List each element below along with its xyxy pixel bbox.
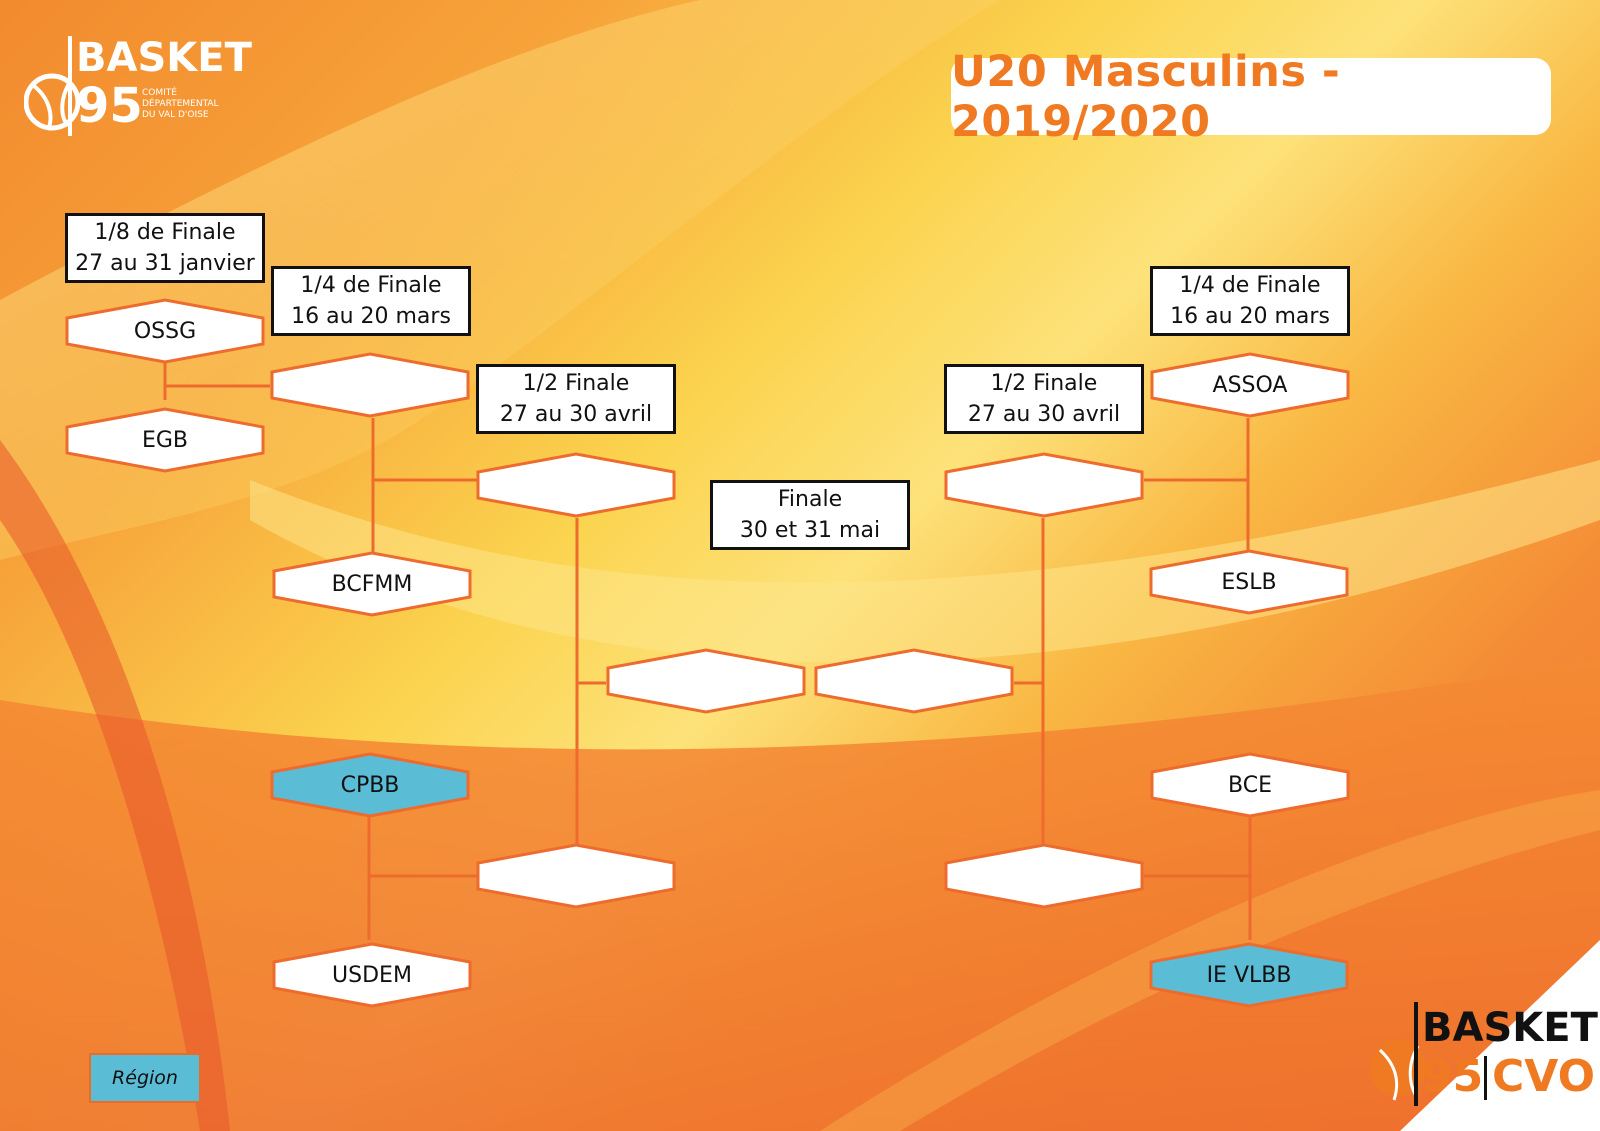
round-date: 30 et 31 mai (739, 518, 881, 543)
team-slot-ossg: OSSG (65, 298, 265, 364)
team-name: USDEM (332, 962, 412, 988)
team-name: BCFMM (331, 571, 413, 597)
round-header-sf-left: 1/2 Finale 27 au 30 avril (476, 364, 676, 434)
team-name: ASSOA (1212, 372, 1288, 398)
round-header-qf-left: 1/4 de Finale 16 au 20 mars (271, 266, 471, 336)
team-name: OSSG (133, 318, 197, 344)
team-slot-sf-left-2 (476, 843, 676, 909)
round-date: 16 au 20 mars (291, 304, 451, 329)
logo-text-95: 95 (76, 78, 143, 134)
round-date: 27 au 30 avril (499, 402, 653, 427)
round-name: Finale (777, 487, 843, 512)
basketball-icon (1370, 1040, 1426, 1101)
basket95-cvo-logo: BASKET 95 CVO (1368, 1002, 1598, 1112)
team-slot-ie-vlbb: IE VLBB (1149, 942, 1349, 1008)
round-name: 1/4 de Finale (1179, 273, 1321, 298)
round-date: 27 au 31 janvier (75, 251, 255, 276)
round-header-qf-right: 1/4 de Finale 16 au 20 mars (1150, 266, 1350, 336)
team-slot-eslb: ESLB (1149, 549, 1349, 615)
team-name: IE VLBB (1206, 962, 1292, 988)
legend-label: Région (112, 1067, 178, 1089)
team-slot-final-right (814, 648, 1014, 714)
team-slot-usdem: USDEM (272, 942, 472, 1008)
team-slot-bcfmm: BCFMM (272, 551, 472, 617)
round-name: 1/8 de Finale (94, 220, 236, 245)
round-header-r16: 1/8 de Finale 27 au 31 janvier (65, 213, 265, 283)
round-header-final: Finale 30 et 31 mai (710, 480, 910, 550)
title-banner: U20 Masculins - 2019/2020 (951, 47, 1551, 147)
page-title: U20 Masculins - 2019/2020 (951, 46, 1341, 147)
team-slot-final-left (606, 648, 806, 714)
team-slot-cpbb: CPBB (270, 752, 470, 818)
logo-text-basket: BASKET (76, 35, 252, 81)
team-slot-sf-right-1 (944, 452, 1144, 518)
round-name: 1/2 Finale (990, 371, 1098, 396)
basketball-icon (24, 73, 80, 131)
round-date: 27 au 30 avril (967, 402, 1121, 427)
logo-sub-2: DÉPARTEMENTAL (142, 99, 219, 109)
team-slot-assoa: ASSOA (1150, 352, 1350, 418)
team-name: ESLB (1221, 569, 1277, 595)
team-name: BCE (1228, 772, 1272, 798)
team-slot-sf-left-1 (476, 452, 676, 518)
logo-text-basket: BASKET (1422, 1005, 1598, 1051)
logo-text-95: 95 (1422, 1051, 1484, 1102)
round-header-sf-right: 1/2 Finale 27 au 30 avril (944, 364, 1144, 434)
team-name: EGB (141, 427, 189, 453)
team-name: CPBB (340, 772, 400, 798)
logo-text-cvo: CVO (1492, 1051, 1595, 1102)
legend-region: Région (89, 1053, 201, 1103)
team-slot-sf-right-2 (944, 843, 1144, 909)
logo-sub-3: DU VAL D'OISE (142, 110, 209, 120)
team-slot-bce: BCE (1150, 752, 1350, 818)
round-name: 1/4 de Finale (300, 273, 442, 298)
logo-sub-1: COMITÉ (142, 88, 177, 98)
round-name: 1/2 Finale (522, 371, 630, 396)
team-slot-egb: EGB (65, 407, 265, 473)
bracket-lines (163, 355, 1252, 940)
team-slot-qf-left-1 (270, 352, 470, 418)
round-date: 16 au 20 mars (1170, 304, 1330, 329)
